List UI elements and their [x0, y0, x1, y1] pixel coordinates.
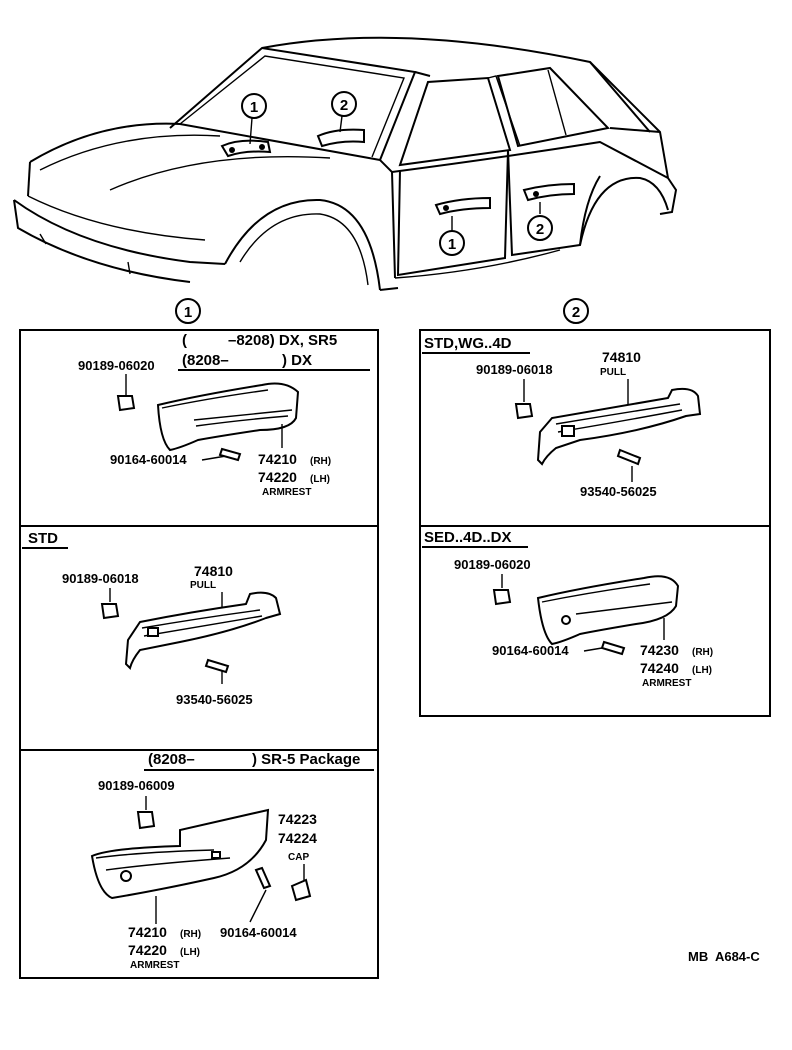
- panel-sed-part-lh: 74240: [640, 660, 679, 676]
- panel-armrest-dx: ( –8208) DX, SR5 (8208– ) DX 90189-06020…: [78, 332, 370, 498]
- panel-sr5-cap-a: 74223: [278, 811, 317, 827]
- car-illustration: 1 2 1 2: [13, 36, 678, 291]
- panel-armrest-sr5: (8208– ) SR-5 Package 90189-06009 74223 …: [90, 751, 374, 971]
- svg-text:2: 2: [572, 304, 580, 321]
- svg-text:2: 2: [536, 221, 544, 238]
- panel-std-part-name: PULL: [190, 580, 216, 591]
- callout-2-door: 2: [527, 215, 553, 241]
- svg-text:(RH): (RH): [310, 456, 331, 467]
- panel1-part-rh: 74210: [258, 451, 297, 467]
- panel-sr5-part-name: ARMREST: [130, 960, 179, 971]
- svg-text:1: 1: [448, 236, 456, 253]
- panel2-nut-number: 90189-06018: [476, 362, 553, 377]
- svg-text:(LH): (LH): [692, 665, 712, 676]
- callout-2-dash: 2: [331, 91, 357, 117]
- panel-sr5-cap-b: 74224: [278, 830, 317, 846]
- panel1-header-range: –8208) DX, SR5: [228, 332, 337, 349]
- cap-icon: [290, 878, 312, 902]
- callout-1-dash: 1: [241, 93, 267, 119]
- panel-sed-screw-number: 90164-60014: [492, 643, 569, 658]
- nut-icon: [514, 403, 534, 420]
- panel-pull-std: STD 90189-06018 74810 PULL 93540-56025: [22, 530, 282, 707]
- panel-std-screw-number: 93540-56025: [176, 692, 253, 707]
- nut-icon: [116, 395, 136, 412]
- screw-icon: [254, 866, 272, 890]
- section-callout-2: 2: [563, 298, 589, 324]
- panel-pull-std-wg: STD,WG..4D 90189-06018 74810 PULL 93540-…: [422, 335, 702, 499]
- nut-icon: [136, 811, 156, 830]
- pull-handle-icon: [124, 591, 282, 670]
- panel-sr5-part-rh: 74210: [128, 924, 167, 940]
- svg-text:1: 1: [250, 99, 258, 116]
- screw-icon: [218, 447, 242, 462]
- panel-sr5-nut-number: 90189-06009: [98, 778, 175, 793]
- svg-text:1: 1: [184, 304, 192, 321]
- panel-sr5-cap-name: CAP: [288, 852, 309, 863]
- svg-text:(RH): (RH): [180, 929, 201, 940]
- panel-sed-nut-number: 90189-06020: [454, 557, 531, 572]
- svg-text:(RH): (RH): [692, 647, 713, 658]
- panel-sr5-part-lh: 74220: [128, 942, 167, 958]
- svg-text:(LH): (LH): [310, 474, 330, 485]
- left-frame: [19, 329, 379, 979]
- panel1-part-name: ARMREST: [262, 487, 311, 498]
- panel1-header-open: (: [182, 332, 187, 349]
- nut-icon: [492, 589, 512, 606]
- panel1-header2-range: ) DX: [282, 352, 312, 369]
- panel-sed-header: SED..4D..DX: [424, 529, 512, 546]
- callout-1-door: 1: [439, 230, 465, 256]
- panel-armrest-sed: SED..4D..DX 90189-06020 90164-60014 7423…: [422, 529, 713, 689]
- panel-sed-part-rh: 74230: [640, 642, 679, 658]
- screw-icon: [616, 448, 642, 466]
- panel-std-header: STD: [28, 530, 58, 547]
- right-frame: [419, 329, 771, 717]
- svg-text:2: 2: [340, 97, 348, 114]
- panel-std-part: 74810: [194, 563, 233, 579]
- panel1-screw-number: 90164-60014: [110, 452, 187, 467]
- panel2-screw-number: 93540-56025: [580, 484, 657, 499]
- diagram-code: MB A684-C: [688, 949, 760, 964]
- armrest-icon: [90, 808, 270, 900]
- screw-icon: [600, 640, 626, 656]
- nut-icon: [100, 603, 120, 620]
- section-callout-1: 1: [175, 298, 201, 324]
- panel1-part-lh: 74220: [258, 469, 297, 485]
- panel-sr5-header-open: (8208–: [148, 751, 195, 768]
- panel-sed-part-name: ARMREST: [642, 678, 691, 689]
- panel-sr5-screw-number: 90164-60014: [220, 925, 297, 940]
- panel2-part-name: PULL: [600, 367, 626, 378]
- panel2-part: 74810: [602, 349, 641, 365]
- panel2-header: STD,WG..4D: [424, 335, 512, 352]
- panel1-header2-open: (8208–: [182, 352, 229, 369]
- panel-std-nut-number: 90189-06018: [62, 571, 139, 586]
- panel-sr5-header-range: ) SR-5 Package: [252, 751, 360, 768]
- svg-text:(LH): (LH): [180, 947, 200, 958]
- screw-icon: [204, 658, 230, 674]
- panel1-nut-number: 90189-06020: [78, 358, 155, 373]
